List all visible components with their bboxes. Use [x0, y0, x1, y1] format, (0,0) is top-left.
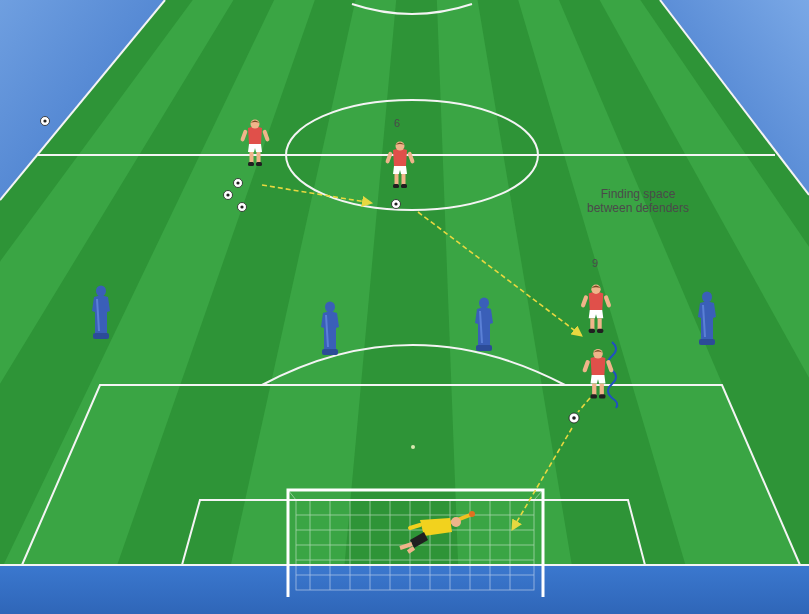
- surround: [0, 565, 809, 614]
- coaching-note: Finding space between defenders: [586, 188, 690, 216]
- goalkeeper: [400, 511, 475, 552]
- surround: [660, 0, 809, 195]
- player-number: 9: [586, 257, 604, 270]
- ball-patches: [43, 119, 575, 419]
- dribble-path: [608, 342, 617, 408]
- penalty-spot: [411, 445, 415, 449]
- pass-arrows: [262, 185, 590, 530]
- balls: [41, 117, 580, 424]
- pitch-markings: [0, 0, 809, 565]
- surround: [0, 0, 165, 200]
- players: [240, 120, 614, 399]
- player-number: 6: [388, 117, 406, 130]
- mannequins: [92, 286, 716, 356]
- goal: [288, 490, 543, 597]
